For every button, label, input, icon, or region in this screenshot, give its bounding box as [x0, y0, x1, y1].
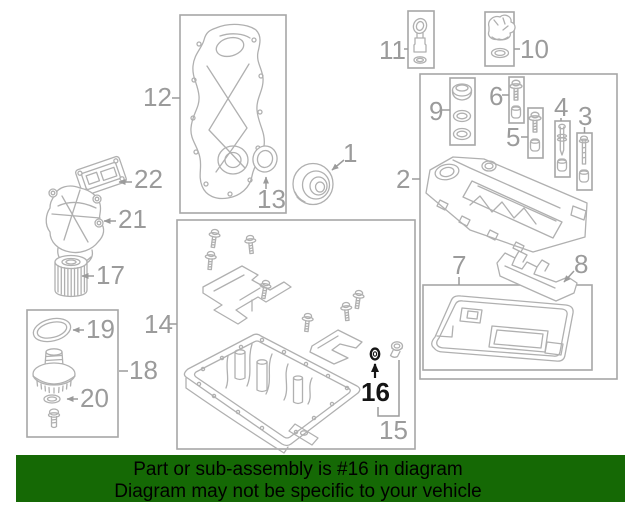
highlighted-part-16-drawing — [369, 347, 381, 361]
arrow-8 — [563, 270, 575, 283]
box-part-18 — [26, 309, 119, 438]
drain-plug-o-ring-drawing-small — [43, 394, 61, 404]
part-label-20: 20 — [80, 383, 109, 413]
box-part-10 — [484, 11, 515, 67]
arrow-1 — [331, 159, 345, 171]
label-connectors — [119, 48, 586, 372]
part-label-22: 22 — [134, 164, 163, 194]
part-label-13: 13 — [257, 184, 286, 214]
baffle-drawing — [309, 329, 363, 365]
part-label-14: 14 — [144, 309, 173, 339]
box-part-11 — [407, 10, 435, 69]
box-part-4 — [554, 120, 571, 178]
box-part-7 — [422, 284, 593, 371]
part-label-1: 1 — [343, 138, 357, 168]
filter-cap-drawing — [32, 348, 76, 394]
part-label-19: 19 — [86, 314, 115, 344]
part-label-2: 2 — [396, 164, 410, 194]
part-label-10: 10 — [520, 34, 549, 64]
oil-pan-bracket-drawing — [202, 265, 292, 325]
part-label-21: 21 — [118, 204, 147, 234]
bracket-8-drawing — [496, 250, 578, 302]
bolt-5-drawing — [528, 111, 542, 152]
oil-filter-element-drawing — [54, 254, 88, 298]
part-label-4: 4 — [554, 92, 568, 122]
oil-filler-cap-drawing — [487, 14, 516, 59]
oil-filter-adapter-drawing — [45, 185, 105, 267]
part-label-11: 11 — [379, 35, 406, 65]
cap-bolt-drawing — [47, 408, 61, 429]
part-label-8: 8 — [574, 249, 588, 279]
box-part-5 — [527, 107, 544, 159]
bolt-6-drawing — [509, 79, 523, 119]
banner-background — [16, 455, 625, 502]
box-part-14 — [176, 219, 416, 450]
box-part-2 — [419, 73, 618, 380]
highlight-banner: Part or sub-assembly is #16 in diagram D… — [16, 455, 625, 502]
part-label-5: 5 — [506, 122, 520, 152]
part-label-15: 15 — [379, 415, 408, 445]
box-part-12 — [179, 14, 287, 214]
bracket-line-15 — [377, 360, 400, 417]
part-label-6: 6 — [489, 81, 503, 111]
part-label-7: 7 — [452, 250, 466, 280]
stud-4-drawing — [556, 123, 568, 172]
drain-plug-drawing — [389, 341, 404, 358]
bolt-3-drawing — [578, 135, 590, 183]
part-label-12: 12 — [143, 82, 172, 112]
crank-pulley-drawing — [292, 162, 334, 206]
part-label-9: 9 — [429, 96, 443, 126]
grommet-set-drawing — [451, 83, 473, 141]
timing-cover-drawing — [190, 23, 265, 200]
banner-line-1: Part or sub-assembly is #16 in diagram — [133, 459, 462, 480]
part-label-17: 17 — [96, 260, 125, 290]
part-label-3: 3 — [578, 101, 592, 131]
box-part-9 — [449, 77, 476, 146]
valve-cover-drawing — [425, 156, 588, 253]
valve-cover-gasket-drawing — [431, 295, 574, 362]
box-part-6 — [508, 76, 525, 124]
front-cover-seal-drawing — [252, 145, 278, 173]
oil-pan-drawing — [183, 333, 361, 454]
banner-line-2: Diagram may not be specific to your vehi… — [114, 481, 482, 502]
part-label-16-highlighted: 16 — [361, 377, 390, 407]
part-label-18: 18 — [129, 355, 158, 385]
filter-cap-o-ring-drawing — [32, 317, 72, 343]
dipstick-plug-drawing — [412, 17, 428, 64]
